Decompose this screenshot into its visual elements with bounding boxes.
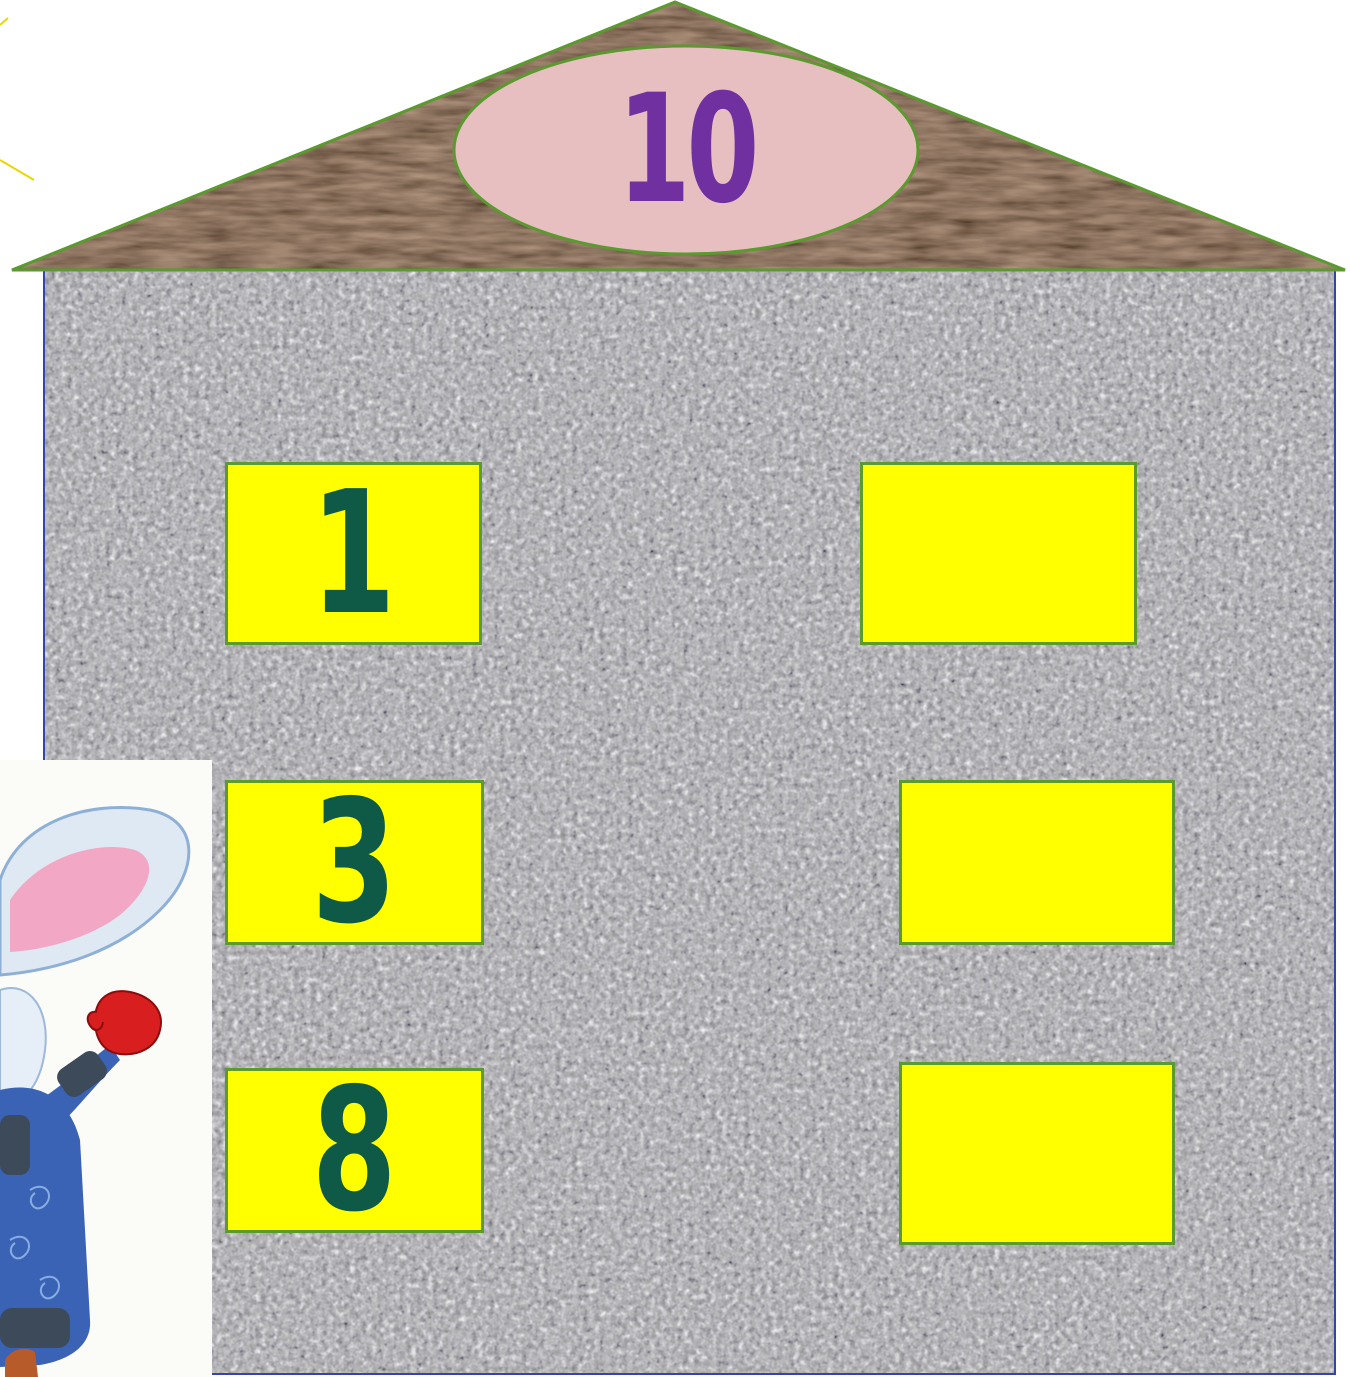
left-number-2: 3 <box>312 778 397 948</box>
answer-box-3[interactable] <box>899 1062 1175 1245</box>
left-number-box-2: 3 <box>225 780 484 945</box>
answer-box-2[interactable] <box>899 780 1175 945</box>
house-number: 10 <box>456 50 916 250</box>
left-number-1: 1 <box>311 469 396 639</box>
house-number-text: 10 <box>617 75 755 225</box>
left-number-box-1: 1 <box>225 462 482 645</box>
left-number-3: 8 <box>312 1066 397 1236</box>
left-number-box-3: 8 <box>225 1068 484 1233</box>
answer-box-1[interactable] <box>860 462 1137 645</box>
bunny-illustration <box>0 760 212 1377</box>
